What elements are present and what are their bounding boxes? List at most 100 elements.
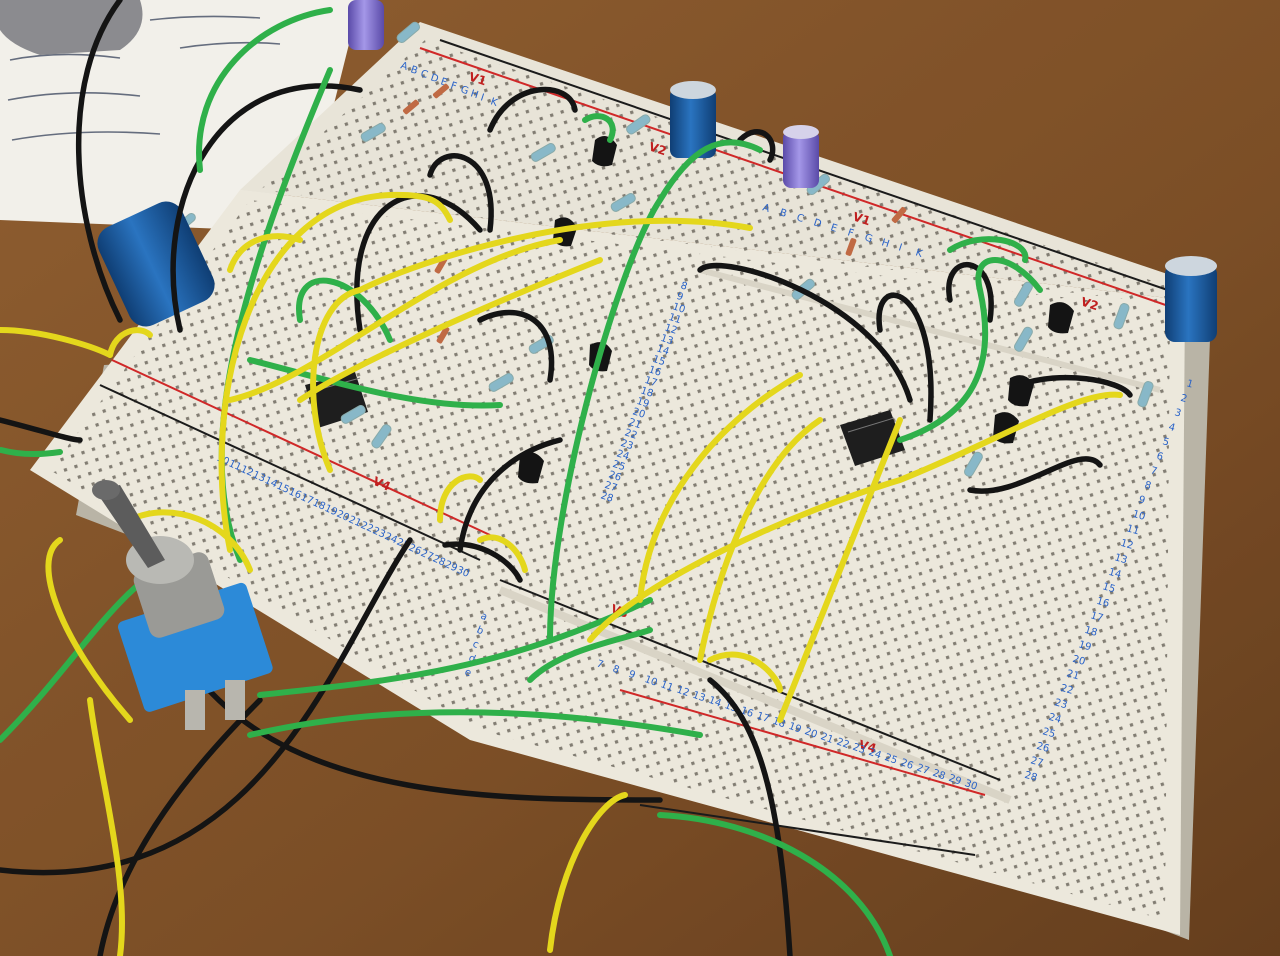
row-num-c-16: 23 [851, 742, 867, 757]
diode-6 [891, 206, 907, 224]
diodes [402, 83, 907, 344]
row-num-a-2: 10 [671, 301, 687, 315]
wire-green-5 [547, 139, 763, 643]
row-num-b-1: 11 [227, 458, 243, 473]
row-num-c-7: 14 [707, 695, 723, 710]
row-num-b-19: 29 [443, 559, 459, 574]
col-letter-left-4: E [439, 76, 448, 88]
row-num-right-24: 25 [1041, 726, 1056, 740]
wire-green-13 [0, 447, 63, 458]
row-num-a-19: 27 [603, 480, 619, 494]
col-letter-right-9: K [914, 247, 924, 260]
row-num-right-7: 8 [1143, 480, 1152, 492]
wire-green-8 [527, 627, 653, 683]
transistor-3 [518, 452, 544, 484]
col-letter-left-8: I [479, 92, 485, 103]
row-num-a-5: 13 [659, 333, 675, 347]
row-letter-bottom-4: e [463, 667, 473, 680]
diode-3 [434, 256, 448, 274]
row-num-b-10: 20 [335, 509, 351, 524]
capacitor-blue-3 [97, 201, 215, 327]
col-letter-right-2: C [795, 212, 805, 225]
row-letter-bottom-0: a [479, 611, 489, 624]
wire-green-1 [196, 7, 333, 173]
wire-green-7 [247, 709, 703, 738]
col-letter-right-7: H [880, 237, 891, 250]
row-num-a-0: 8 [679, 280, 688, 292]
row-num-c-23: 30 [963, 778, 979, 793]
row-num-a-12: 20 [631, 406, 647, 420]
row-num-right-19: 20 [1071, 654, 1086, 668]
row-num-c-20: 27 [915, 762, 931, 777]
row-num-c-2: 9 [627, 669, 637, 682]
resistor-13 [1013, 326, 1033, 352]
row-num-c-21: 28 [931, 768, 947, 783]
row-num-right-25: 26 [1035, 741, 1050, 755]
row-num-right-0: 1 [1185, 378, 1194, 390]
wire-yellow-5 [637, 372, 803, 603]
row-num-right-20: 21 [1065, 668, 1080, 682]
col-letter-left-1: B [409, 64, 419, 77]
row-num-b-2: 12 [239, 464, 255, 479]
wire-yellow-7 [587, 391, 1123, 643]
resistor-7 [488, 373, 514, 392]
row-letter-bottom-1: b [475, 625, 485, 638]
wire-black-2 [170, 83, 363, 333]
transistor-1 [592, 136, 617, 167]
row-num-right-1: 2 [1179, 393, 1188, 405]
row-num-right-15: 16 [1095, 596, 1110, 610]
wire-yellow-15 [87, 697, 125, 956]
row-num-b-3: 13 [251, 469, 267, 484]
col-letter-right-1: B [778, 207, 788, 220]
row-num-c-1: 8 [611, 664, 621, 677]
wire-green-12 [947, 236, 1029, 263]
capacitor-blue-1 [670, 81, 716, 158]
switch-terminal-1 [185, 690, 205, 730]
row-num-right-5: 6 [1155, 451, 1164, 463]
row-num-right-18: 19 [1077, 639, 1092, 653]
grey-object [0, 0, 143, 55]
row-num-c-5: 12 [675, 684, 691, 699]
resistor-14 [1113, 303, 1130, 330]
col-letter-left-6: G [459, 84, 470, 97]
row-num-b-14: 24 [383, 531, 399, 546]
row-num-c-12: 19 [787, 721, 803, 736]
wire-green-6 [257, 597, 653, 698]
row-num-a-16: 24 [615, 448, 631, 462]
wire-black-7 [876, 292, 934, 423]
wire-black-4 [427, 153, 494, 233]
wire-black-15 [707, 677, 793, 956]
col-letter-left-7: H [469, 88, 480, 101]
row-num-b-6: 16 [287, 486, 303, 501]
row-num-a-14: 22 [623, 427, 639, 441]
col-letter-right-0: A [761, 202, 771, 215]
col-letter-left-9: K [489, 96, 499, 109]
wire-black-14 [197, 677, 663, 803]
wire-yellow-13 [107, 327, 153, 358]
row-num-right-26: 27 [1029, 755, 1044, 769]
col-letter-right-4: E [829, 222, 838, 234]
row-num-right-2: 3 [1173, 407, 1182, 419]
rail-labels: V1 V2 V1 V2 V3 V4 V4 [371, 70, 1100, 756]
resistor-3 [530, 143, 556, 162]
row-num-a-18: 26 [607, 469, 623, 483]
label-v1-right: V1 [851, 210, 872, 229]
wire-black-1 [75, 0, 123, 323]
switch-lever-tip [92, 480, 120, 500]
wire-yellow-3 [297, 257, 603, 403]
wire-black-5 [487, 86, 578, 133]
wire-black-18 [0, 417, 83, 443]
resistor-9 [371, 424, 392, 449]
row-num-a-13: 21 [627, 417, 643, 431]
diode-1 [402, 99, 420, 115]
wire-yellow-2 [310, 217, 753, 473]
row-num-a-11: 19 [635, 396, 651, 410]
row-num-right-3: 4 [1167, 422, 1176, 434]
row-num-c-17: 24 [867, 747, 883, 762]
transistor-5 [1048, 302, 1074, 334]
wire-yellow-10 [437, 473, 483, 523]
toggle-switch [92, 480, 273, 730]
col-letter-right-6: G [863, 232, 874, 245]
